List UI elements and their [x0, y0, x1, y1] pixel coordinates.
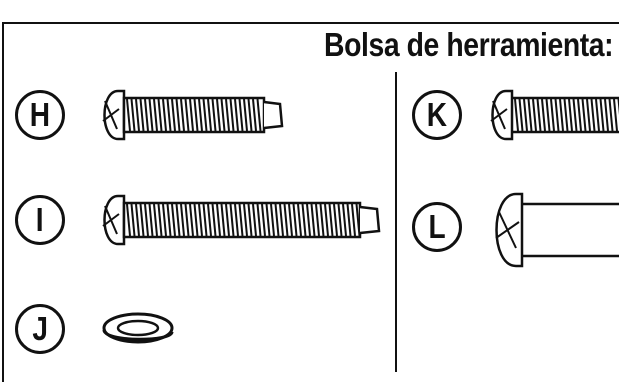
smooth-bolt-icon — [486, 190, 619, 270]
part-label-i: I — [15, 195, 65, 245]
screw-icon — [484, 87, 619, 147]
lock-washer-icon — [100, 306, 180, 356]
part-letter: H — [30, 96, 50, 134]
part-letter: J — [32, 310, 48, 348]
part-letter: L — [428, 208, 445, 246]
part-letter: I — [36, 201, 44, 239]
short-screw-icon — [96, 87, 296, 147]
hardware-sheet: Bolsa de herramienta: H I J K — [0, 0, 619, 363]
part-label-h: H — [15, 90, 65, 140]
part-letter: K — [427, 96, 447, 134]
part-label-l: L — [412, 202, 462, 252]
long-screw-icon — [96, 192, 386, 252]
part-label-j: J — [15, 304, 65, 354]
column-divider — [395, 72, 397, 372]
part-label-k: K — [412, 90, 462, 140]
page-title: Bolsa de herramienta: — [324, 28, 613, 61]
